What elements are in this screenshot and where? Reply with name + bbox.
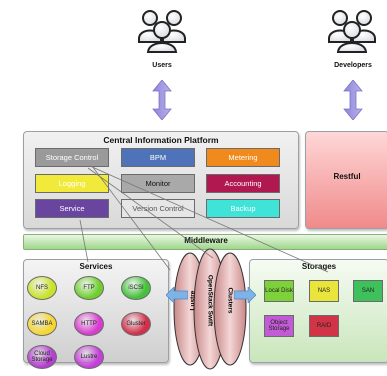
storage-nas: NAS <box>309 280 339 302</box>
middleware-label: Middleware <box>184 236 228 245</box>
storages-connector-arrow-icon <box>234 287 256 303</box>
users-label: Users <box>152 62 172 69</box>
module-backup: Backup <box>206 199 280 218</box>
service-ftp: FTP <box>74 276 104 300</box>
storage-raid: RAID <box>309 315 339 337</box>
module-accounting: Accounting <box>206 174 280 193</box>
developers-double-arrow-icon <box>343 80 363 120</box>
storages-panel: Storages <box>249 259 387 363</box>
storages-title: Storages <box>301 262 337 271</box>
users-actor: Users <box>135 8 189 69</box>
module-version-control: Version Control <box>121 199 195 218</box>
developers-group-icon <box>328 10 376 53</box>
service-cloud-storage: Cloud Storage <box>27 345 57 369</box>
services-title: Services <box>79 262 113 271</box>
clusters-oval <box>213 252 247 366</box>
developers-label: Developers <box>334 62 372 69</box>
module-storage-control: Storage Control <box>35 148 109 167</box>
module-service: Service <box>35 199 109 218</box>
module-metering: Metering <box>206 148 280 167</box>
users-double-arrow-icon <box>152 80 172 120</box>
middleware-bar: Middleware <box>23 234 387 250</box>
storage-local-disk: Local Disk <box>264 280 294 302</box>
restful-panel: Restful <box>305 131 387 229</box>
service-http: HTTP <box>74 312 104 336</box>
module-bpm: BPM <box>121 148 195 167</box>
storage-object-storage: Object Storage <box>264 315 294 337</box>
service-nfs: NFS <box>27 276 57 300</box>
developers-actor: Developers <box>325 8 381 69</box>
service-samba: SAMBA <box>27 312 57 336</box>
service-gluster: Gluster <box>121 312 151 336</box>
users-group-icon <box>138 10 186 53</box>
connectors-ovals <box>173 248 247 370</box>
service-lustre: Lustre <box>74 345 104 369</box>
platform-title: Central Information Platform <box>103 135 219 145</box>
service-iscsi: iSCSI <box>121 276 151 300</box>
services-connector-arrow-icon <box>166 287 188 303</box>
storage-san: SAN <box>353 280 383 302</box>
module-logging: Logging <box>35 174 109 193</box>
restful-label: Restful <box>333 172 361 181</box>
